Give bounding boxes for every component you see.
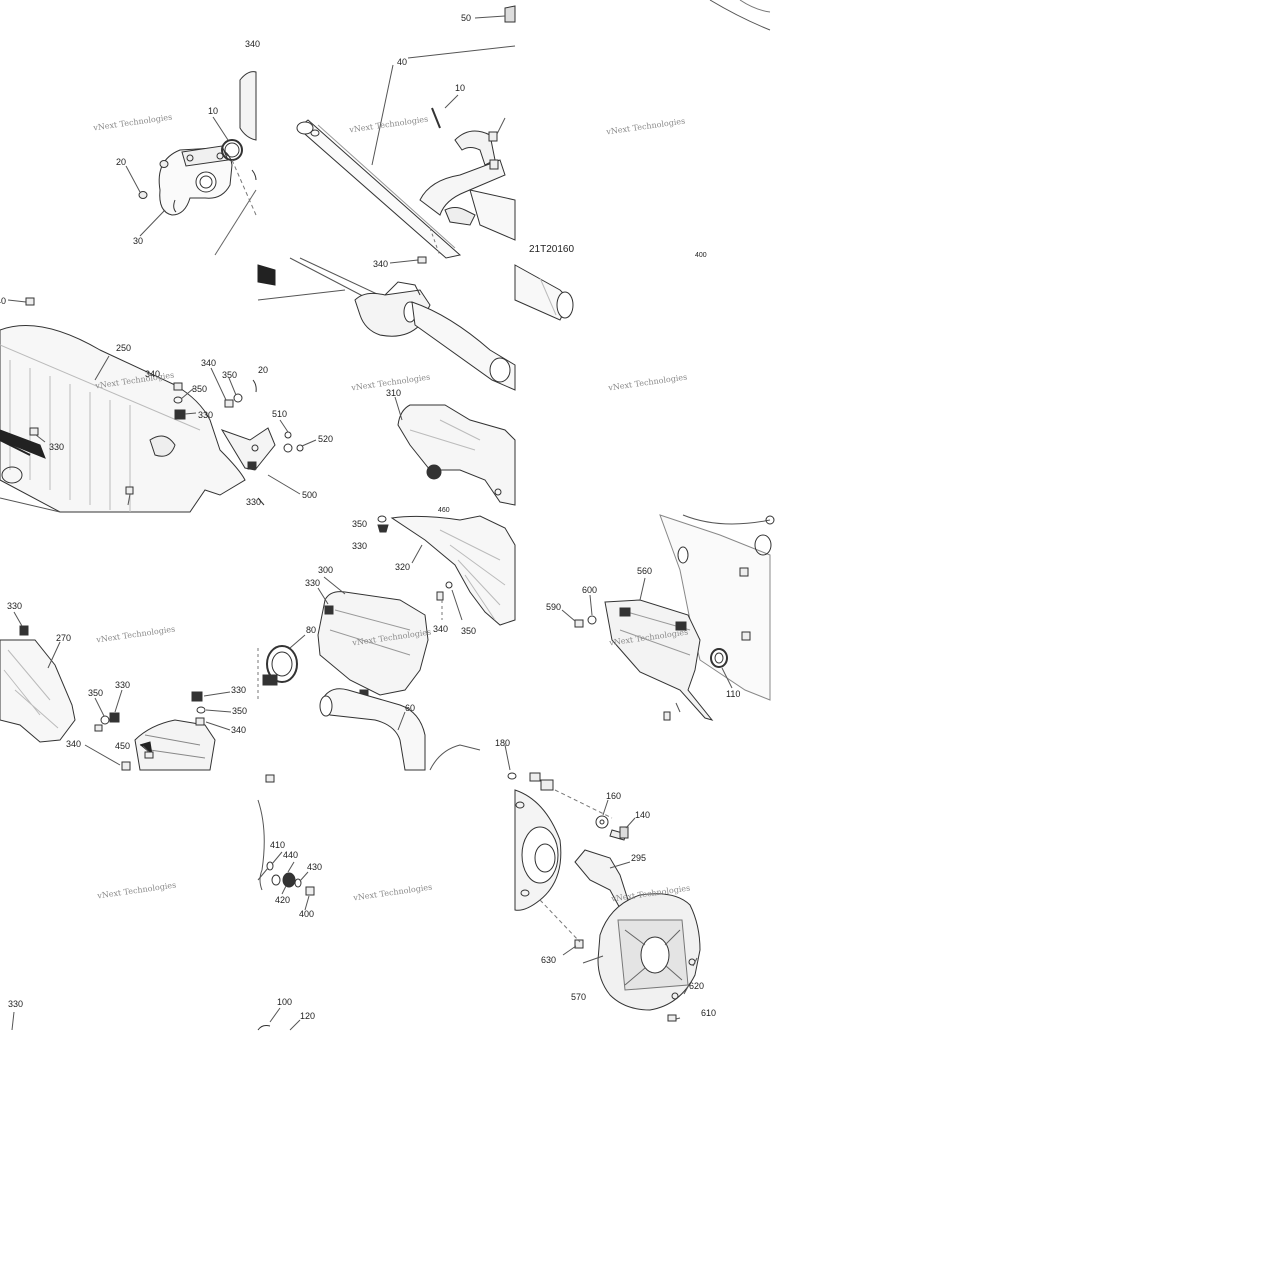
callout-r1c0-2: 250 bbox=[116, 343, 132, 353]
tile-r2c2-art bbox=[561, 514, 775, 721]
callout-r0c1-3: 10 bbox=[455, 83, 466, 93]
tile-r1c0-art bbox=[0, 297, 317, 513]
callout-r3c1-1: 410 bbox=[270, 840, 286, 850]
callout-r1c0-9: 330 bbox=[49, 442, 65, 452]
callout-r2c0-9: 450 bbox=[115, 741, 131, 751]
tile-r3c0-art bbox=[11, 1011, 15, 1031]
tile-r1c1-art bbox=[257, 257, 516, 506]
tile-r0c0-art bbox=[125, 71, 257, 256]
callout-r0c0-4: 30 bbox=[133, 236, 144, 246]
callout-r3c2-5: 630 bbox=[541, 955, 557, 965]
callout-r3c2-1: 180 bbox=[495, 738, 511, 748]
callout-r1c0-10: 510 bbox=[272, 409, 288, 419]
callout-r2c0-6: 350 bbox=[232, 706, 248, 716]
callout-r2c1-7: 340 bbox=[433, 624, 449, 634]
callout-r2c0-2: 270 bbox=[56, 633, 72, 643]
callout-r2c1-3: 320 bbox=[395, 562, 411, 572]
callout-r2c0-4: 330 bbox=[115, 680, 131, 690]
callout-r3c1-4: 420 bbox=[275, 895, 291, 905]
callout-r3c1-5: 400 bbox=[299, 909, 315, 919]
callout-r0c1-2: 40 bbox=[397, 57, 408, 67]
callout-r2c1-8: 350 bbox=[461, 626, 477, 636]
callout-r2c0-8: 340 bbox=[66, 739, 82, 749]
callout-r3c2-2: 160 bbox=[606, 791, 622, 801]
callout-r3c2-3: 140 bbox=[635, 810, 651, 820]
callout-r3c2-4: 295 bbox=[631, 853, 647, 863]
callout-r2c2-4: 110 bbox=[726, 689, 741, 699]
callout-r3c1-3: 430 bbox=[307, 862, 323, 872]
callout-r3c1-7: 120 bbox=[300, 1011, 316, 1021]
callout-r2c0-1: 330 bbox=[7, 601, 23, 611]
tile-r0c1-art bbox=[296, 5, 516, 264]
tile-r2c1-art bbox=[257, 515, 516, 771]
callout-r1c0-6: 350 bbox=[222, 370, 238, 380]
callout-r1c0-13: 330 bbox=[246, 497, 262, 507]
callout-r3c2-8: 610 bbox=[701, 1008, 717, 1018]
tile-r3c2-art bbox=[504, 744, 701, 1022]
callout-r3c1-6: 100 bbox=[277, 997, 293, 1007]
callout-r1c0-1: 340 bbox=[0, 296, 7, 306]
tile-r3c1-art bbox=[257, 774, 315, 1031]
callout-r1c0-12: 500 bbox=[302, 490, 318, 500]
tile-r2c0-art bbox=[0, 611, 232, 771]
callout-r0c0-2: 10 bbox=[208, 106, 219, 116]
callout-r1c0-5: 340 bbox=[201, 358, 217, 368]
callout-r3c2-6: 570 bbox=[571, 992, 587, 1002]
callout-r1c0-7: 20 bbox=[258, 365, 269, 375]
tile-r0c2-art bbox=[709, 0, 771, 31]
tile-r1c2-art bbox=[514, 264, 574, 321]
callout-r0c1-4: 340 bbox=[373, 259, 389, 269]
callout-r3c1-2: 440 bbox=[283, 850, 299, 860]
callout-r1c1-2: 460 bbox=[438, 507, 450, 514]
callout-r3c0-1: 330 bbox=[8, 999, 24, 1009]
callout-r0c0-1: 340 bbox=[245, 39, 261, 49]
callout-r2c1-4: 300 bbox=[318, 565, 334, 575]
callout-r3c2-7: 620 bbox=[689, 981, 705, 991]
callout-r2c1-6: 80 bbox=[306, 625, 317, 635]
callout-r1c0-11: 520 bbox=[318, 434, 334, 444]
callout-r2c1-2: 330 bbox=[352, 541, 368, 551]
callout-r2c2-2: 600 bbox=[582, 585, 598, 595]
callout-r1c0-3: 340 bbox=[145, 369, 161, 379]
callout-r2c2-1: 560 bbox=[637, 566, 653, 576]
callout-r2c0-3: 350 bbox=[88, 688, 104, 698]
callout-r0c0-3: 20 bbox=[116, 157, 127, 167]
drawing-code-label: 21T20160 bbox=[529, 244, 575, 255]
callout-r1c1-1: 310 bbox=[386, 388, 402, 398]
callout-r2c1-1: 350 bbox=[352, 519, 368, 529]
callout-r2c1-5: 330 bbox=[305, 578, 321, 588]
callout-r2c0-7: 340 bbox=[231, 725, 247, 735]
callout-r2c2-3: 590 bbox=[546, 602, 562, 612]
callout-r2c1-9: 60 bbox=[405, 703, 416, 713]
callout-r1c0-4: 350 bbox=[192, 384, 208, 394]
callout-r1c0-8: 330 bbox=[198, 410, 214, 420]
callout-r2c0-5: 330 bbox=[231, 685, 247, 695]
callout-r0c2-1: 400 bbox=[695, 252, 707, 259]
callout-r0c1-1: 50 bbox=[461, 13, 472, 23]
